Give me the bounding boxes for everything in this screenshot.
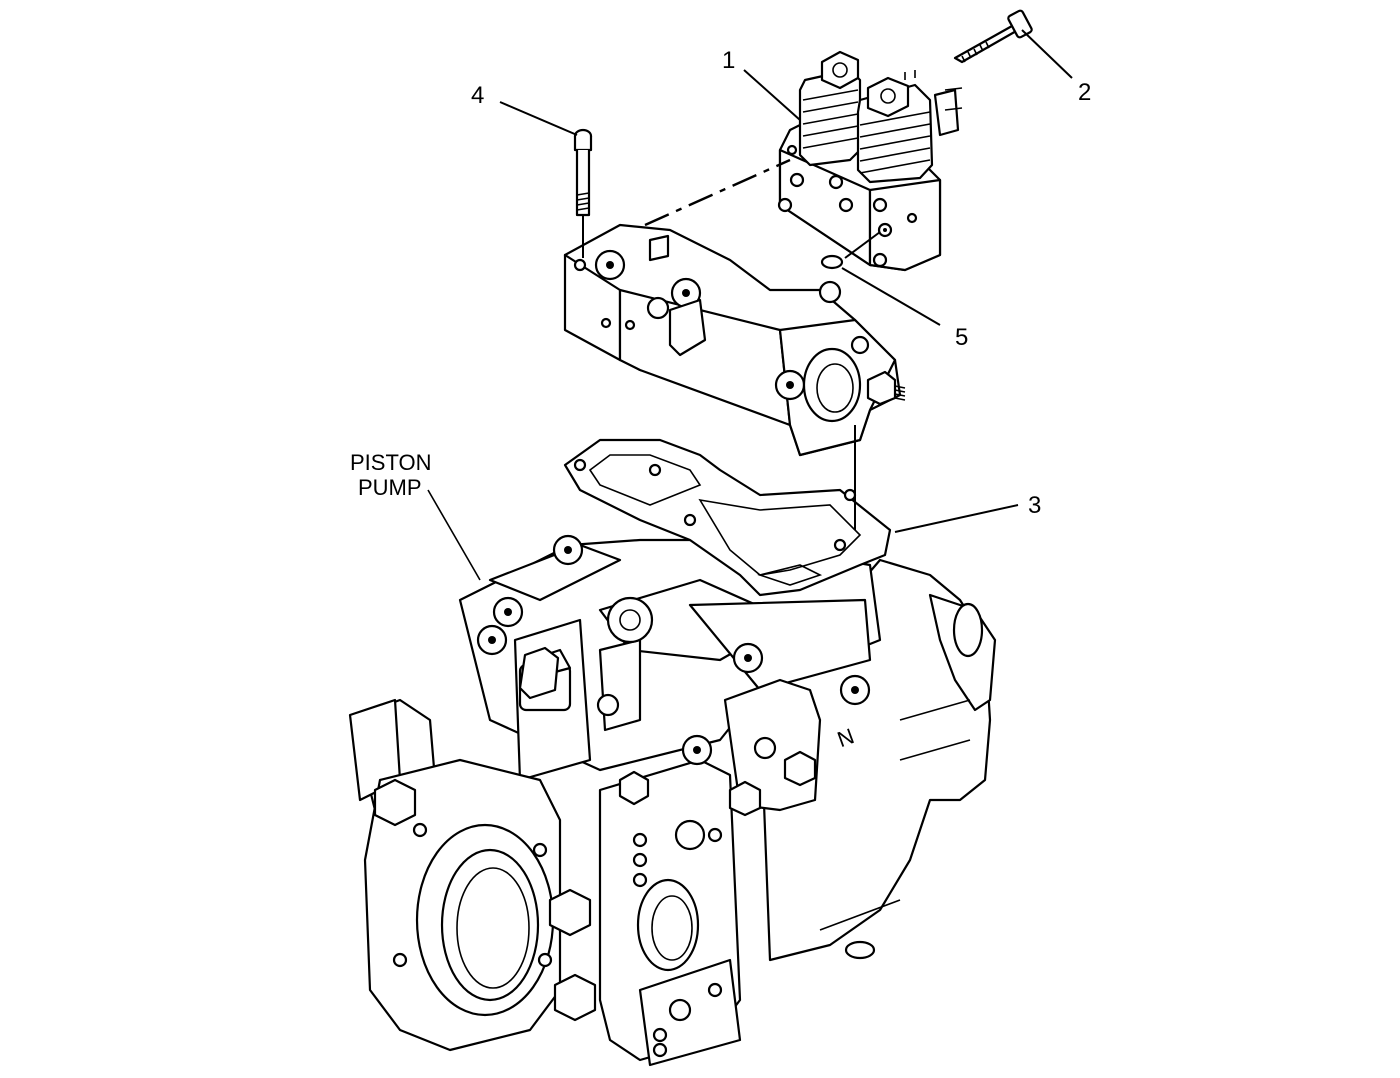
bolt-4 [573,128,593,217]
assembly-lines [582,158,881,530]
callout-1: 1 [722,47,735,74]
piston-pump-label-line2: PUMP [358,475,422,500]
o-ring-seal [820,254,844,270]
gasket [563,438,892,597]
callout-2: 2 [1078,79,1091,106]
piston-pump-label-line1: PISTON [350,450,432,475]
leader-4 [499,101,578,136]
leader-1 [743,69,801,121]
valve-manifold [563,223,906,457]
leader-piston-pump [427,489,481,581]
piston-pump: N [348,534,997,1067]
bolt-2 [953,9,1033,64]
pump-top-bolts [476,534,871,806]
callout-5: 5 [955,324,968,351]
callout-4: 4 [471,82,484,109]
solenoid-valve [777,50,963,272]
callout-3: 3 [1028,492,1041,519]
leader-2 [1021,29,1073,79]
leader-3 [894,504,1019,533]
leader-lines [427,29,1073,581]
leader-5 [841,267,941,326]
